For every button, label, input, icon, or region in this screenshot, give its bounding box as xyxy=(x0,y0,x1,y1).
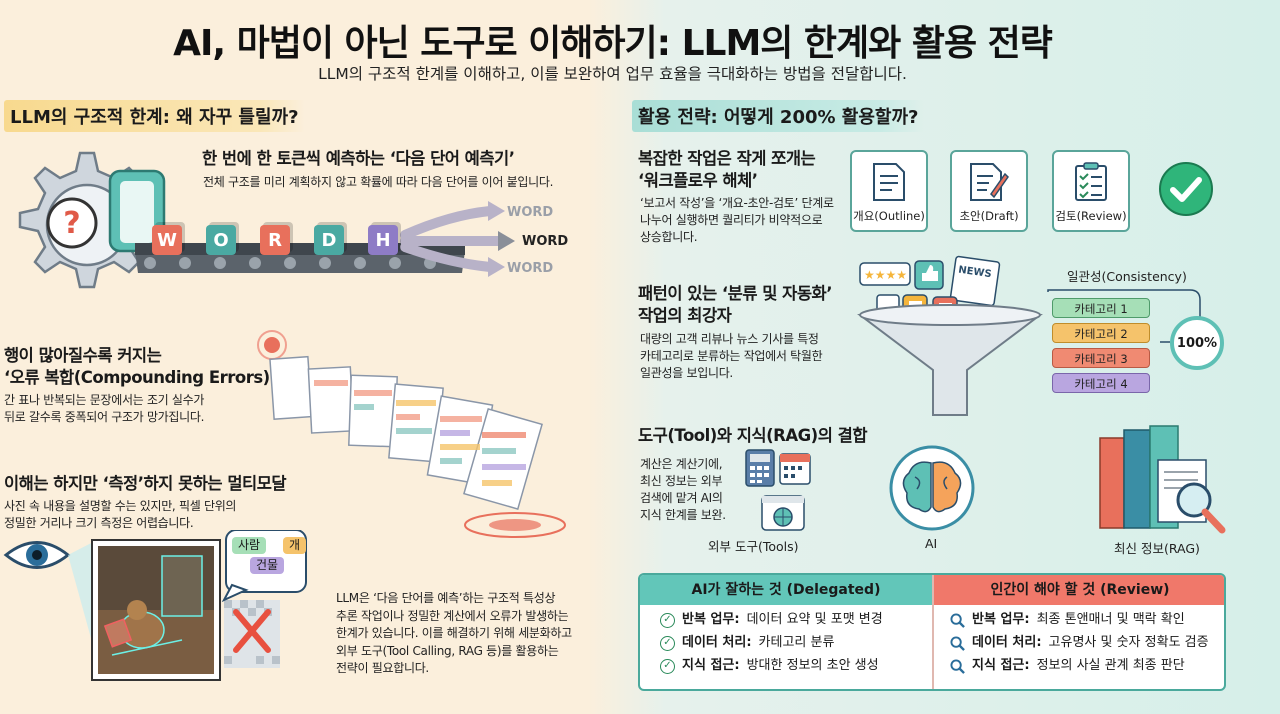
svg-text:NEWS: NEWS xyxy=(958,265,993,281)
table-row: ✓지식 접근:방대한 정보의 초안 생성 xyxy=(660,655,879,677)
workflow-heading-line1: 복잡한 작업은 작게 쪼개는 xyxy=(638,149,816,168)
eye-icon xyxy=(3,541,71,569)
category-1: 카테고리 1 xyxy=(1052,298,1150,318)
news-icon: NEWS xyxy=(949,255,1001,307)
summary-text: LLM은 ‘다음 단어를 예측’하는 구조적 특성상 추론 작업이나 정밀한 계… xyxy=(336,591,572,675)
token-cubes: W O R D H xyxy=(152,225,398,255)
table-row: 지식 접근:정보의 사실 관계 최종 판단 xyxy=(950,655,1185,677)
globe-search-icon xyxy=(761,495,805,531)
tools-illustration xyxy=(745,449,811,531)
workflow-heading-line2: ‘워크플로우 해체’ xyxy=(638,171,758,190)
multimodal-body-line2: 정밀한 거리나 크기 측정은 어렵습니다. xyxy=(4,516,194,530)
magnifier-icon xyxy=(950,612,965,628)
magnifier-icon xyxy=(1176,482,1226,534)
outline-doc-icon xyxy=(873,163,905,201)
check-icon: ✓ xyxy=(660,612,675,628)
thumbs-up-icon xyxy=(914,260,944,290)
tag-building: 건물 xyxy=(250,557,285,574)
check-icon: ✓ xyxy=(660,658,675,674)
calculator-icon xyxy=(745,449,775,487)
funnel-illustration: ★★★★ NEWS xyxy=(857,255,1043,416)
compounding-errors-illustration xyxy=(257,330,566,538)
compounding-heading-line2: ‘오류 복합(Compounding Errors)’ xyxy=(4,368,276,387)
compounding-heading-line1: 행이 많아질수록 커지는 xyxy=(4,346,162,365)
tag-person: 사람 xyxy=(232,537,267,554)
check-icon: ✓ xyxy=(660,635,675,651)
page-title: AI, 마법이 아닌 도구로 이해하기: LLM의 한계와 활용 전략 xyxy=(173,23,1053,64)
next-word-body: 전체 구조를 미리 계획하지 않고 확률에 따라 다음 단어를 이어 붙입니다. xyxy=(203,175,554,189)
ai-column-header: AI가 잘하는 것 (Delegated) xyxy=(640,575,932,605)
svg-text:?: ? xyxy=(63,206,80,241)
tools-label: 외부 도구(Tools) xyxy=(708,539,799,554)
token-cube: W xyxy=(152,225,182,255)
token-cube: R xyxy=(260,225,290,255)
classification-heading-line1: 패턴이 있는 ‘분류 및 자동화’ xyxy=(638,284,833,303)
category-brackets xyxy=(1047,289,1201,343)
calendar-icon xyxy=(779,453,811,485)
rag-label: 최신 정보(RAG) xyxy=(1114,541,1200,556)
compounding-body-line1: 간 표나 반복되는 문장에서는 조기 실수가 xyxy=(4,393,205,407)
page-subtitle: LLM의 구조적 한계를 이해하고, 이를 보완하여 업무 효율을 극대화하는 … xyxy=(318,65,907,83)
right-section-header: 활용 전략: 어떻게 200% 활용할까? xyxy=(632,100,925,132)
table-row: 반복 업무:최종 톤앤매너 및 맥락 확인 xyxy=(950,609,1185,631)
token-cube: D xyxy=(314,225,344,255)
compounding-body-line2: 뒤로 갈수록 중폭되어 구조가 망가집니다. xyxy=(4,410,205,424)
delegation-table: AI가 잘하는 것 (Delegated) 인간이 해야 할 것 (Review… xyxy=(638,573,1226,691)
human-column-header: 인간이 해야 할 것 (Review) xyxy=(932,575,1224,605)
next-word-heading: 한 번에 한 토큰씩 예측하는 ‘다음 단어 예측기’ xyxy=(202,149,515,168)
category-3: 카테고리 3 xyxy=(1052,348,1150,368)
check-circle-icon xyxy=(1159,162,1213,216)
table-row: 데이터 처리:고유명사 및 숫자 정확도 검증 xyxy=(950,632,1209,654)
output-word: WORD xyxy=(507,205,554,220)
card-draft: 초안(Draft) xyxy=(950,150,1028,232)
table-row: ✓데이터 처리:카테고리 분류 xyxy=(660,632,834,654)
ai-label: AI xyxy=(925,536,938,551)
left-section-header: LLM의 구조적 한계: 왜 자꾸 틀릴까? xyxy=(4,100,305,132)
magnifier-icon xyxy=(950,658,965,674)
multimodal-heading: 이해는 하지만 ‘측정’하지 못하는 멀티모달 xyxy=(4,474,287,493)
card-review: 검토(Review) xyxy=(1052,150,1130,232)
consistency-label: 일관성(Consistency) xyxy=(1067,269,1187,284)
workflow-body: ‘보고서 작성’을 ‘개요-초안-검토’ 단계로 나누어 실행하면 퀄리티가 비… xyxy=(640,196,834,244)
tool-rag-heading: 도구(Tool)와 지식(RAG)의 결합 xyxy=(638,426,868,445)
classification-body: 대량의 고객 리뷰나 뉴스 기사를 특정 카테고리로 분류하는 작업에서 탁월한… xyxy=(640,332,823,380)
token-cube: H xyxy=(368,225,398,255)
close-icon xyxy=(233,609,271,653)
classification-heading-line2: 작업의 최강자 xyxy=(638,306,732,325)
multimodal-body-line1: 사진 속 내용을 설명할 수는 있지만, 픽셀 단위의 xyxy=(4,499,237,513)
card-outline: 개요(Outline) xyxy=(850,150,928,232)
category-2: 카테고리 2 xyxy=(1052,323,1150,343)
brain-icon xyxy=(889,445,975,531)
table-row: ✓반복 업무:데이터 요약 및 포맷 변경 xyxy=(660,609,883,631)
draft-pencil-icon xyxy=(970,163,1009,201)
tag-dog: 개 xyxy=(283,537,307,554)
books-illustration xyxy=(1099,425,1226,534)
output-word: WORD xyxy=(522,234,569,249)
category-4: 카테고리 4 xyxy=(1052,373,1150,393)
consistency-percent: 100% xyxy=(1170,316,1224,370)
magnifier-icon xyxy=(950,635,965,651)
token-cube: O xyxy=(206,225,236,255)
checklist-icon xyxy=(1075,162,1107,201)
output-word: WORD xyxy=(507,261,554,276)
svg-text:★★★★: ★★★★ xyxy=(864,268,907,282)
tool-rag-body: 계산은 계산기에, 최신 정보는 외부 검색에 맡겨 AI의 지식 한계를 보완… xyxy=(640,457,726,522)
